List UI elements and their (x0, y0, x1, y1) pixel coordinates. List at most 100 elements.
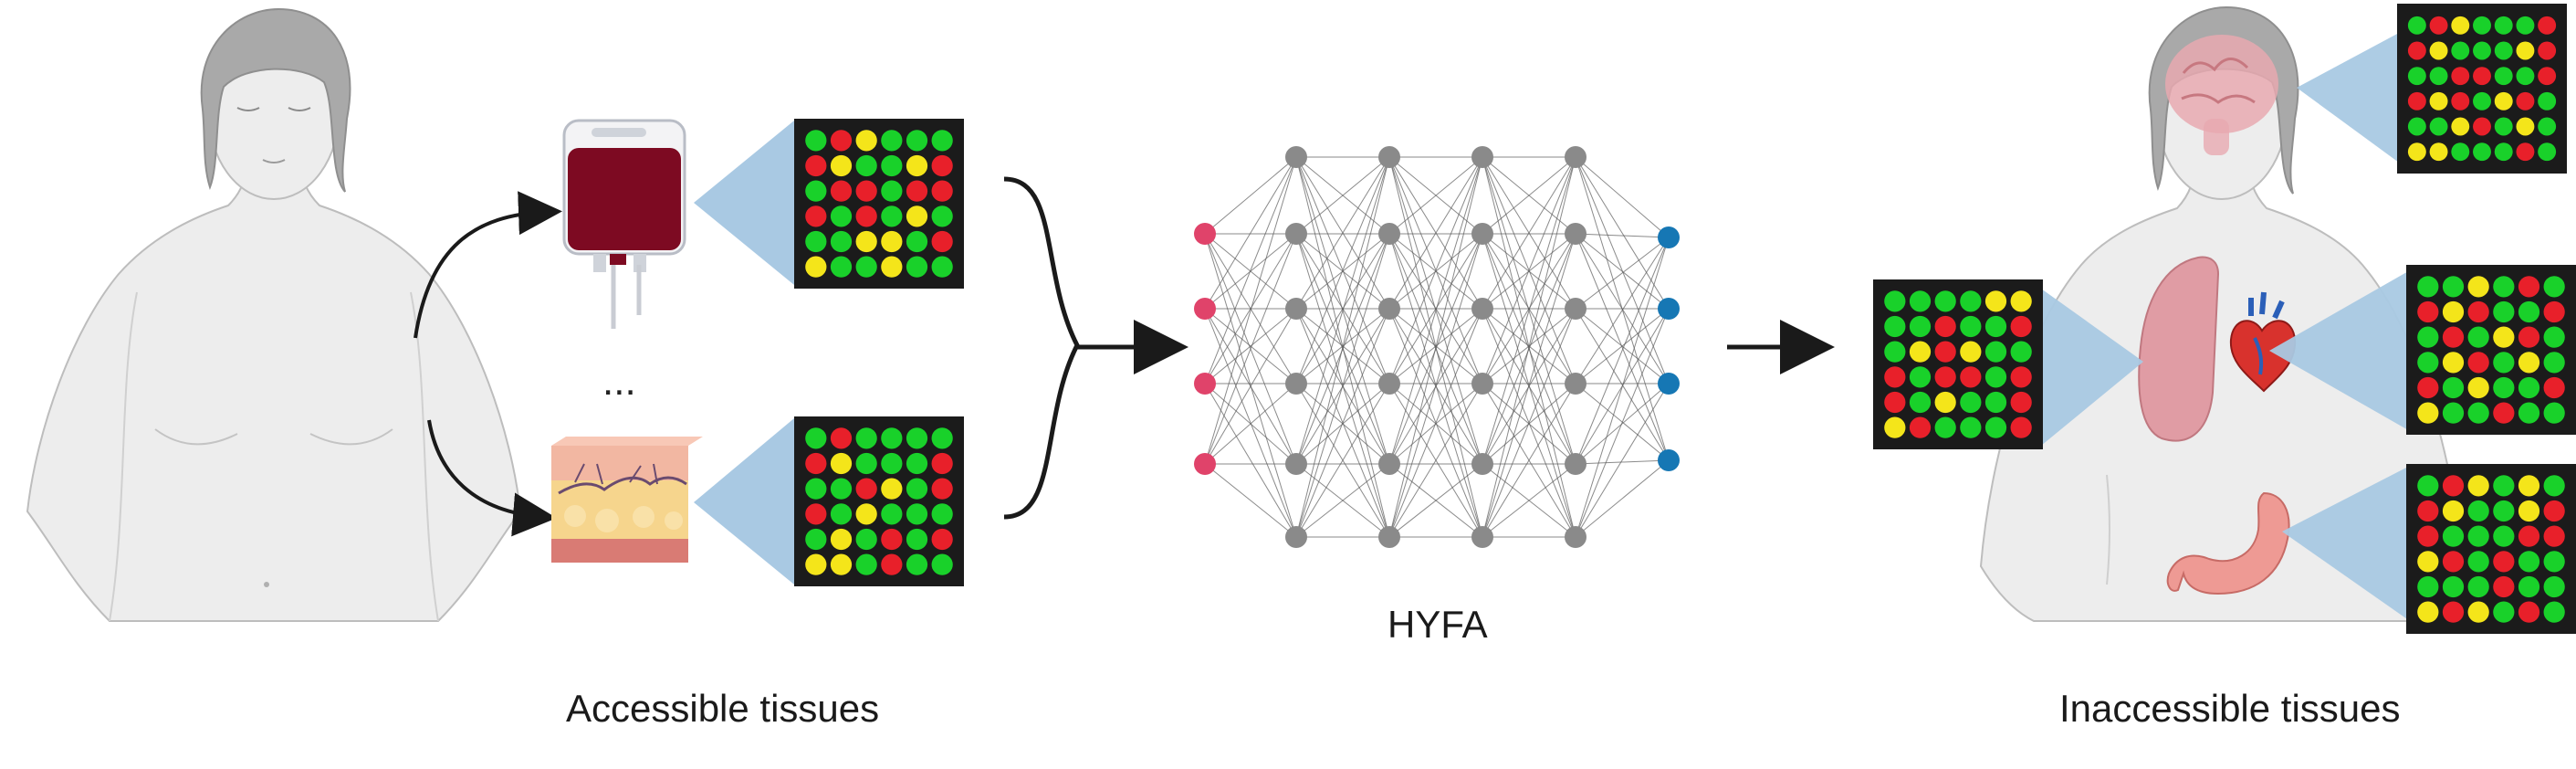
network-edge (1388, 463, 1483, 538)
network-edge (1204, 156, 1297, 310)
network-edge (1575, 383, 1670, 538)
expression-dot (2538, 91, 2557, 111)
expression-dot (830, 503, 853, 525)
network-edge (1482, 233, 1576, 384)
expression-dot (2518, 276, 2540, 298)
network-edge (1388, 156, 1483, 310)
expression-dot (2494, 67, 2513, 86)
expression-dot (2543, 352, 2565, 374)
brain-icon (2165, 35, 2278, 155)
expression-dot (1960, 416, 1982, 438)
expression-dot (2518, 352, 2540, 374)
expression-dot (2518, 475, 2540, 497)
network-edge (1575, 308, 1670, 384)
expression-dot (881, 256, 903, 278)
network-edge (1204, 308, 1297, 465)
expression-dot (1960, 290, 1982, 312)
expression-dot (2417, 300, 2439, 323)
expression-dot (1909, 341, 1932, 363)
input-node (1194, 298, 1216, 320)
expression-dot (1960, 391, 1982, 414)
expression-dot (2516, 91, 2535, 111)
network-edge (1295, 156, 1390, 538)
hidden-node (1378, 453, 1400, 475)
expression-dot (881, 452, 903, 475)
expression-dot (2494, 41, 2513, 60)
hidden-node (1471, 373, 1493, 395)
expression-dot (2518, 575, 2540, 598)
network-edge (1204, 156, 1297, 465)
input-node (1194, 453, 1216, 475)
network-edge (1295, 156, 1390, 235)
expression-dot (830, 478, 853, 500)
hidden-node (1471, 526, 1493, 548)
expression-dot (931, 154, 953, 177)
expression-dot (1934, 391, 1956, 414)
expression-dot (2429, 117, 2448, 136)
expression-dot (1960, 366, 1982, 388)
expression-dot (830, 553, 853, 575)
network-edge (1204, 156, 1297, 235)
expression-dot (881, 154, 903, 177)
expression-dot (2417, 402, 2439, 424)
ellipsis: ... (602, 359, 636, 404)
expression-dot (2494, 117, 2513, 136)
network-edge (1204, 308, 1297, 384)
expression-dot (830, 205, 853, 227)
network-edge (1575, 459, 1670, 465)
expression-dot (855, 427, 877, 449)
expression-dot (2543, 300, 2565, 323)
expression-dot (2417, 326, 2439, 348)
expression-dot (2442, 551, 2465, 573)
expression-dot (906, 553, 928, 575)
expression-dot (906, 427, 928, 449)
network-edge (1388, 156, 1483, 538)
inaccessible-tissues-label: Inaccessible tissues (2059, 687, 2401, 730)
hidden-node (1378, 298, 1400, 320)
network-edge (1388, 308, 1483, 538)
expression-dot (2417, 575, 2439, 598)
expression-dot (1934, 341, 1956, 363)
network-edge (1204, 308, 1297, 538)
expression-dot (855, 256, 877, 278)
expression-dot (1984, 366, 2007, 388)
hidden-node (1285, 146, 1307, 168)
expression-dot (2417, 276, 2439, 298)
expression-dot (2518, 525, 2540, 547)
expression-dot (2493, 326, 2515, 348)
expression-dot (830, 427, 853, 449)
expression-dot (2417, 551, 2439, 573)
expression-dot (1960, 315, 1982, 338)
hidden-node (1378, 373, 1400, 395)
expression-dot (881, 427, 903, 449)
expression-dot (931, 256, 953, 278)
expression-dot (855, 180, 877, 202)
expression-dot (2451, 16, 2470, 35)
expression-dot (881, 553, 903, 575)
expression-dot (931, 427, 953, 449)
expression-dot (2493, 276, 2515, 298)
expression-dot (805, 452, 827, 475)
hidden-node (1378, 526, 1400, 548)
network-edge (1295, 308, 1390, 538)
hidden-node (1285, 453, 1307, 475)
hidden-node (1471, 453, 1493, 475)
expression-grid-skin (794, 416, 964, 586)
expression-dot (855, 528, 877, 551)
hidden-node (1565, 298, 1586, 320)
expression-dot (2442, 376, 2465, 399)
expression-dot (2442, 352, 2465, 374)
expression-dot (855, 205, 877, 227)
expression-dot (2543, 575, 2565, 598)
expression-dot (2442, 326, 2465, 348)
expression-dot (830, 180, 853, 202)
expression-dot (881, 478, 903, 500)
expression-dot (2467, 525, 2489, 547)
hidden-node (1285, 526, 1307, 548)
expression-dot (931, 230, 953, 253)
expression-dot (931, 478, 953, 500)
expression-dot (2493, 500, 2515, 522)
network-edge (1575, 233, 1670, 238)
expression-dot (2493, 352, 2515, 374)
